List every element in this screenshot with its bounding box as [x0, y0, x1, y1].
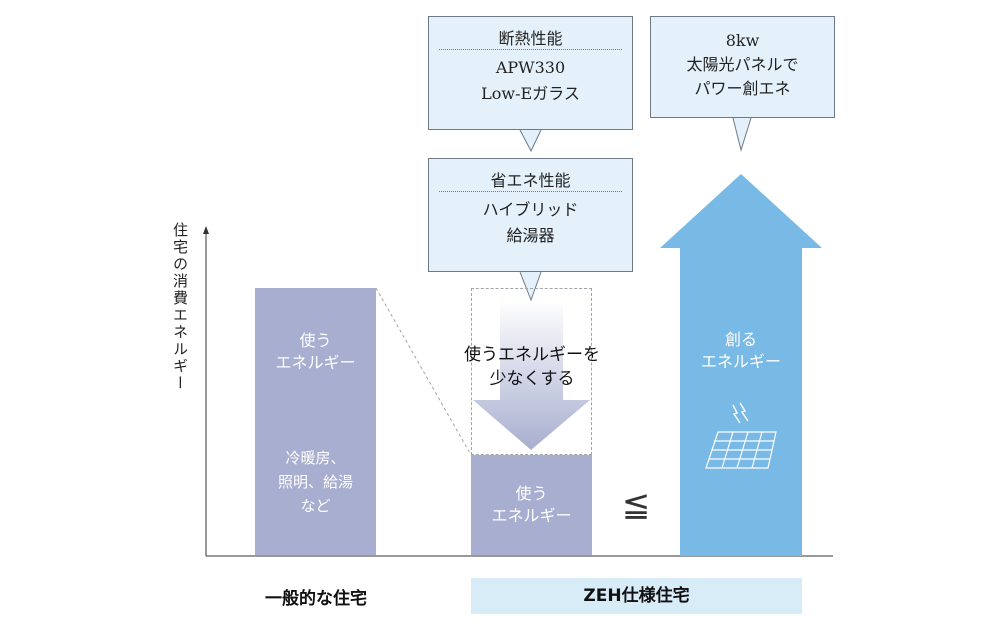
reduce-text-line2: 少なくする: [489, 369, 575, 389]
general-bar-title-line1: 使う: [299, 331, 332, 350]
y-axis-label: 住宅の消費エネルギー: [171, 222, 189, 392]
general-house-caption: 一般的な住宅: [265, 589, 367, 609]
callout-efficiency-heading: 省エネ性能: [490, 171, 571, 190]
create-text-line2: エネルギー: [700, 352, 781, 371]
general-bar-title-line2: エネルギー: [275, 353, 356, 372]
callout-insulation-line2: Low-Eガラス: [481, 84, 580, 103]
create-energy-text: 創る エネルギー: [680, 329, 802, 373]
callout-tail-efficiency: [519, 271, 542, 302]
comparison-guide-line: [375, 287, 472, 456]
callout-divider: [439, 191, 622, 192]
solar-panel-icon: [705, 431, 777, 469]
callout-efficiency-line1: ハイブリッド: [482, 200, 579, 219]
callout-solar: 8kw 太陽光パネルで パワー創エネ: [650, 16, 835, 118]
general-house-energy-bar: 使う エネルギー 冷暖房、 照明、給湯 など: [255, 288, 376, 555]
callout-tail-solar: [732, 117, 752, 152]
reduced-energy-outline: [471, 288, 592, 455]
general-bar-detail-line3: など: [300, 497, 331, 515]
callout-efficiency-line2: 給湯器: [506, 226, 555, 245]
lightning-icon: [732, 402, 749, 424]
reduce-energy-text: 使うエネルギーを 少なくする: [440, 343, 624, 391]
less-or-equal-symbol: ≦: [621, 485, 651, 525]
reduce-energy-arrow: [473, 300, 590, 450]
general-bar-detail-line1: 冷暖房、: [285, 449, 346, 467]
create-energy-arrow: [660, 174, 822, 556]
callout-solar-line2: 太陽光パネルで: [686, 55, 799, 74]
callout-insulation-heading: 断熱性能: [498, 29, 563, 48]
zeh-use-energy-bar: 使う エネルギー: [471, 455, 592, 555]
callout-divider: [439, 49, 622, 50]
callout-solar-line3: パワー創エネ: [694, 79, 791, 98]
callout-efficiency: 省エネ性能 ハイブリッド 給湯器: [428, 158, 633, 272]
callout-tail-insulation: [519, 129, 542, 153]
callout-insulation-line1: APW330: [495, 58, 566, 77]
callout-insulation: 断熱性能 APW330 Low-Eガラス: [428, 16, 633, 130]
zeh-house-caption: ZEH仕様住宅: [471, 578, 802, 614]
callout-solar-line1: 8kw: [725, 31, 760, 50]
zeh-bar-title-line1: 使う: [515, 484, 548, 503]
reduce-text-line1: 使うエネルギーを: [464, 345, 600, 365]
zeh-bar-title-line2: エネルギー: [491, 506, 572, 525]
general-bar-detail-line2: 照明、給湯: [277, 473, 353, 491]
create-text-line1: 創る: [724, 330, 757, 349]
